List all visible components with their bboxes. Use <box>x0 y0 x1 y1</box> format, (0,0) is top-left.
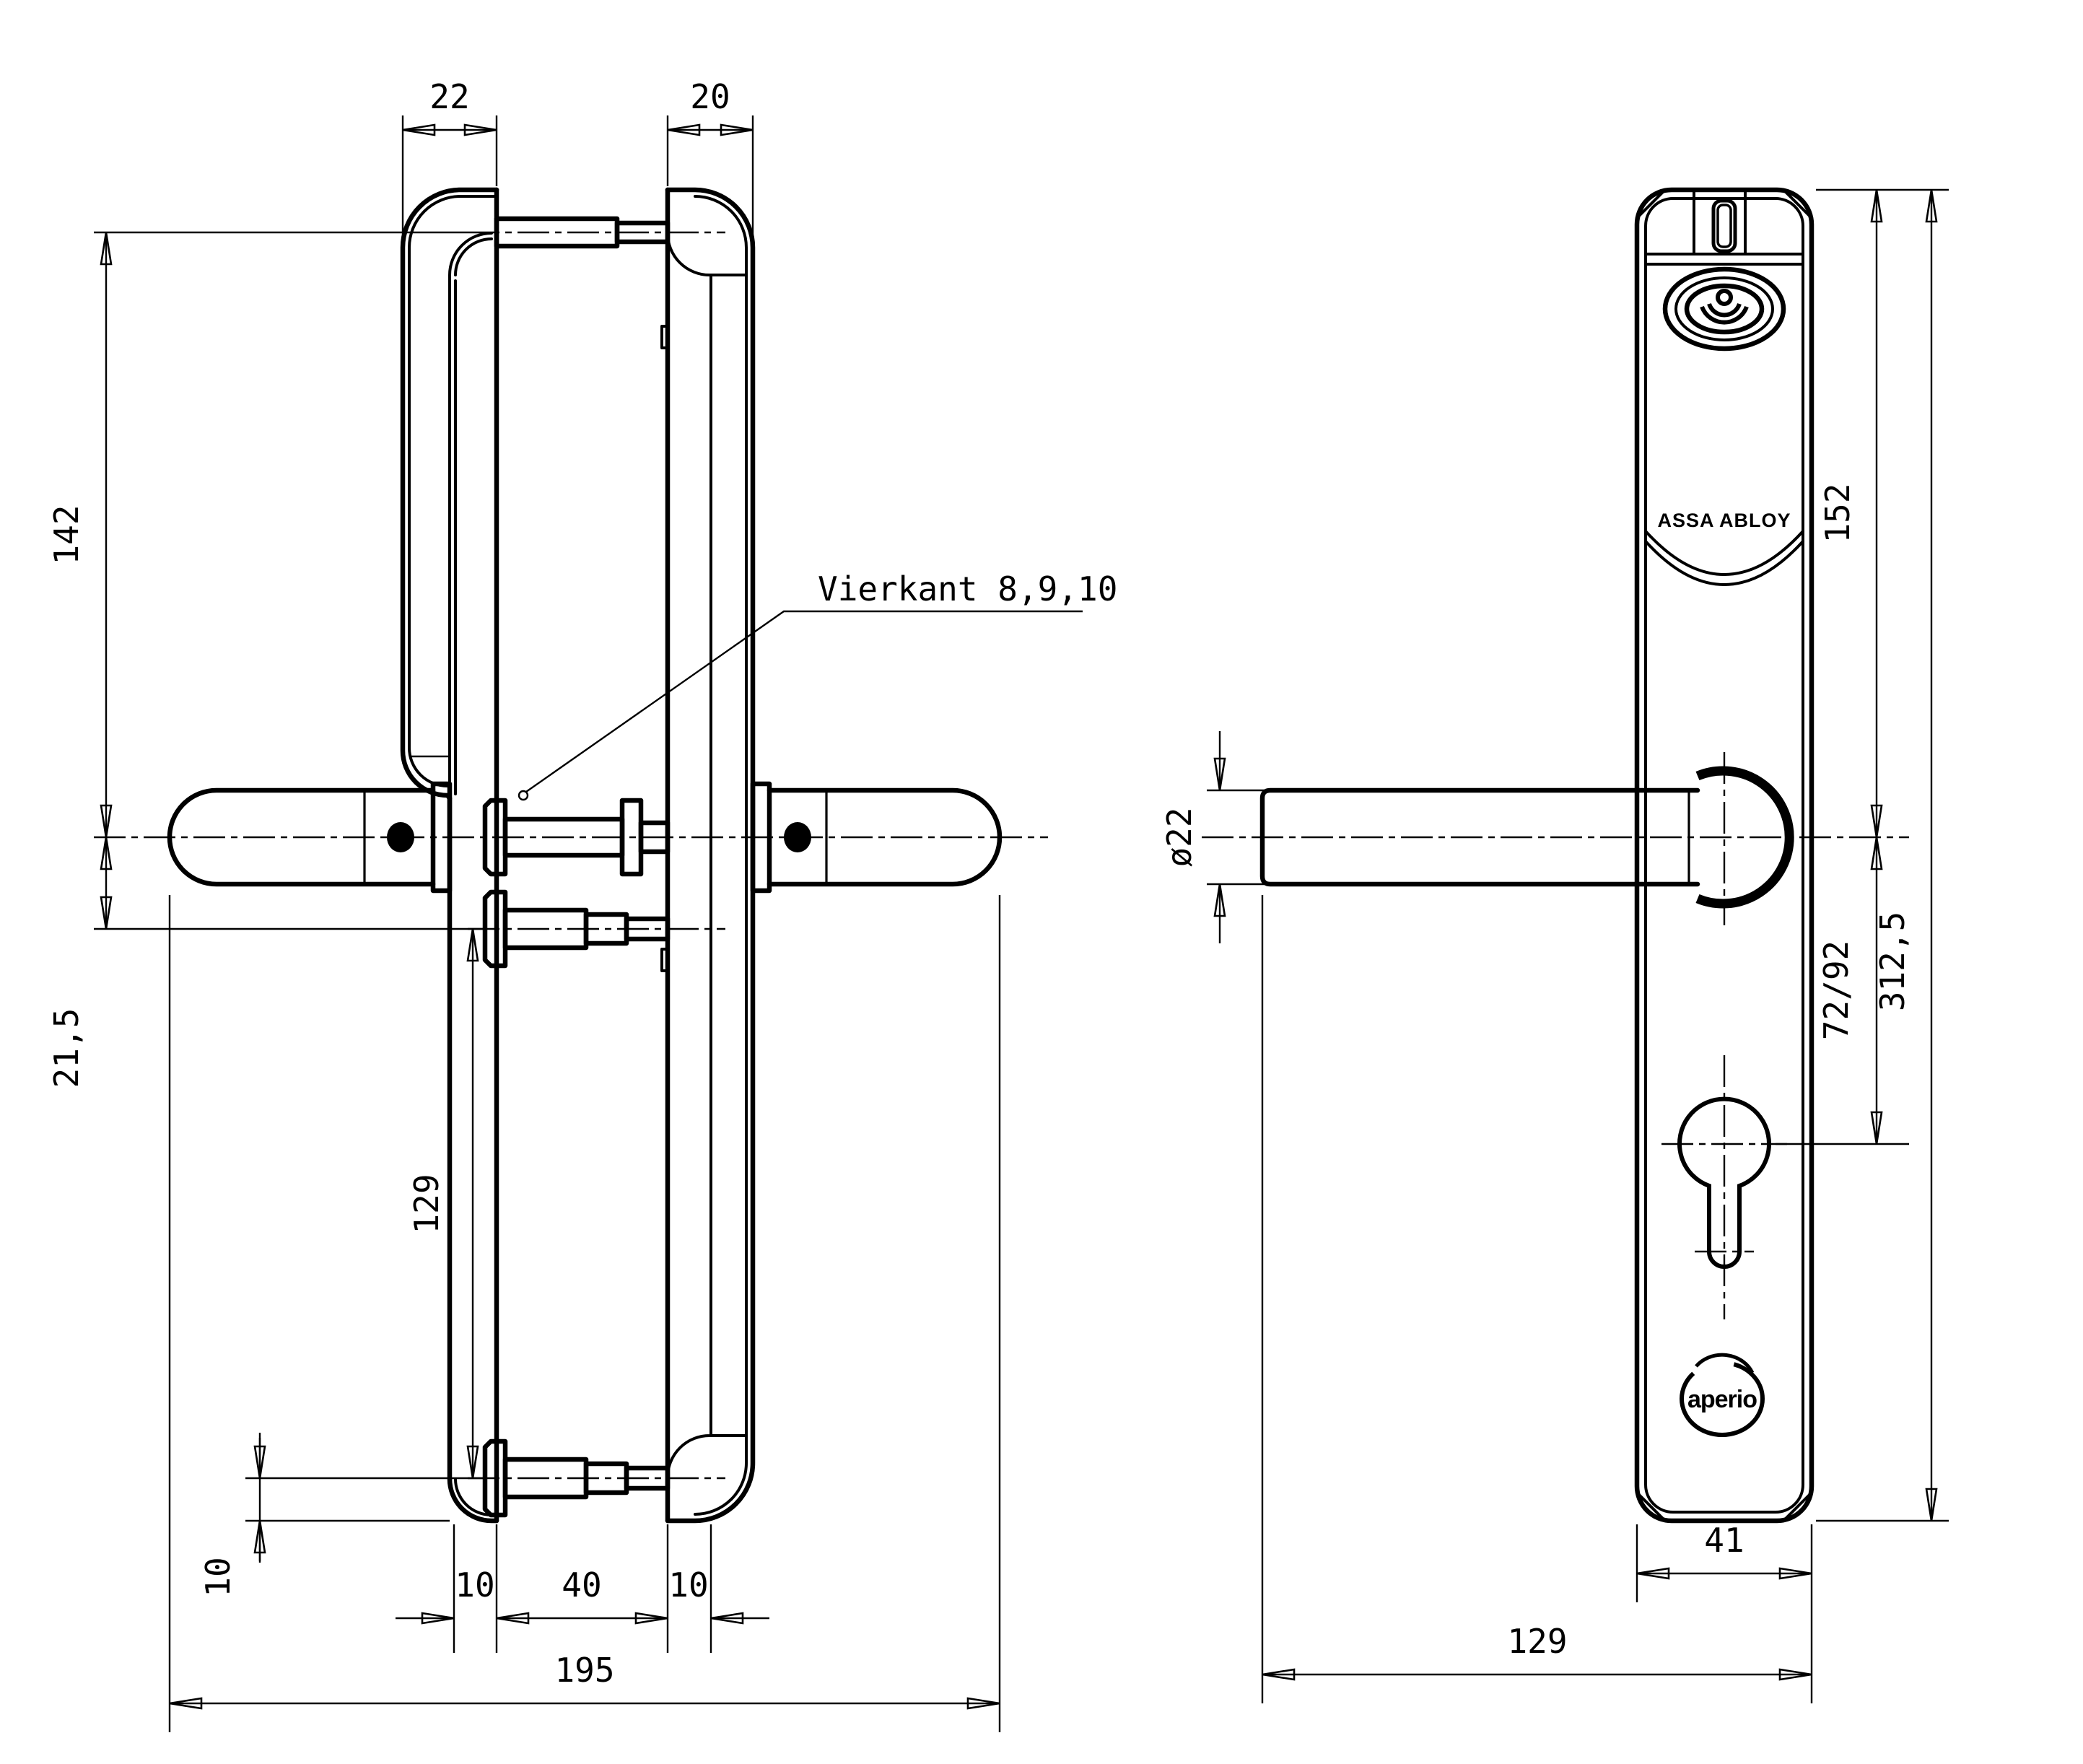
dim-text-129: 129 <box>407 1174 446 1234</box>
module-bottom-arc-1 <box>1644 530 1804 576</box>
module-bottom-arc-2 <box>1644 540 1804 586</box>
aperio-logo: aperio <box>1680 1353 1765 1437</box>
top-screw-tip <box>614 220 671 245</box>
front-view: ASSA ABLOY aperio <box>1160 187 1949 1703</box>
front-plate <box>1634 187 1815 1524</box>
contactless-icon <box>1700 289 1749 325</box>
reader-ring-middle <box>1674 276 1774 341</box>
outside-set-screw-dot <box>387 822 414 852</box>
mounting-stud-upper <box>660 325 669 349</box>
dim-text-20: 20 <box>690 77 730 116</box>
handle-hub-arc <box>1695 766 1794 909</box>
dim-text-dia22: ø22 <box>1160 807 1199 867</box>
slot-housing-lines <box>1693 188 1747 256</box>
middle-screw-head <box>482 889 508 969</box>
inside-handle-collar <box>750 781 772 894</box>
ext-195 <box>168 895 1001 1732</box>
inside-lever-grip <box>767 787 1003 887</box>
ext-20 <box>666 115 754 249</box>
outside-handle-collar <box>430 781 453 894</box>
inside-plate-face <box>666 232 748 1479</box>
bottom-screw-tip <box>624 1465 671 1491</box>
dim-text-41: 41 <box>1704 1521 1744 1560</box>
contactless-wave-1 <box>1707 302 1742 318</box>
dim-text-72-92: 72/92 <box>1817 940 1856 1040</box>
aperio-text: aperio <box>1687 1386 1757 1413</box>
contactless-wave-2 <box>1700 305 1749 325</box>
brand-text: ASSA ABLOY <box>1657 510 1791 531</box>
spindle-flange-left <box>482 798 508 877</box>
front-handle <box>1259 766 1794 909</box>
inside-set-screw-dot <box>784 822 811 852</box>
spindle <box>482 798 671 877</box>
spindle-note-text: Vierkant 8,9,10 <box>818 569 1117 608</box>
dim-text-142: 142 <box>47 505 86 564</box>
led-slot-inner <box>1716 204 1732 248</box>
dim-text-152: 152 <box>1818 483 1857 543</box>
module-division-lines <box>1644 253 1804 266</box>
side-view: Vierkant 8,9,10 22 20 142 21,5 129 <box>47 77 1117 1732</box>
top-screw <box>494 216 671 249</box>
contactless-dot <box>1716 289 1733 306</box>
corner-chamfer-marks <box>1637 190 1812 1521</box>
middle-screw-tip <box>624 916 671 942</box>
dim-text-10-right: 10 <box>668 1566 708 1604</box>
dim-text-312-5: 312,5 <box>1873 912 1912 1011</box>
reader-module: ASSA ABLOY <box>1644 188 1804 586</box>
aperio-ring <box>1680 1361 1765 1437</box>
outside-lever-grip <box>167 787 436 887</box>
euro-cylinder-hole <box>1677 1096 1771 1269</box>
mounting-stud-lower <box>660 948 669 972</box>
inside-handle <box>750 781 1003 894</box>
outside-plate-top-fillet <box>448 232 493 800</box>
ext-bottom-row <box>453 1524 712 1653</box>
spindle-stub <box>638 820 671 855</box>
aperio-swoosh <box>1695 1353 1755 1374</box>
led-slot-outer <box>1711 198 1737 253</box>
side-dimensions: 22 20 142 21,5 129 10 10 40 10 195 <box>47 77 1000 1710</box>
reader-module-inner-contour <box>408 195 498 787</box>
leader-endpoint <box>518 790 529 801</box>
front-lever-bar <box>1259 787 1700 887</box>
reader-ring-inner <box>1684 283 1765 335</box>
outside-handle <box>167 781 453 894</box>
bottom-screw <box>482 1438 671 1518</box>
front-dimensions: ø22 152 72/92 312,5 41 129 <box>1160 189 1938 1681</box>
middle-screw <box>482 889 671 969</box>
center-lines <box>94 231 1048 1480</box>
outside-plate-face <box>447 795 499 1524</box>
leader-line <box>525 610 1083 793</box>
plate-outline <box>1634 187 1815 1524</box>
side-extension-lines <box>94 115 1001 1732</box>
reader-ring-outer <box>1662 266 1786 352</box>
dim-text-10-left: 10 <box>455 1566 494 1604</box>
ext-bottom-dims <box>1261 895 1813 1703</box>
dim-text-195: 195 <box>554 1651 614 1690</box>
plate-inner-outline <box>1644 197 1804 1514</box>
dim-text-21-5: 21,5 <box>47 1008 86 1088</box>
dim-text-129-front: 129 <box>1507 1622 1567 1661</box>
ext-22 <box>401 115 498 249</box>
dim-text-22: 22 <box>429 77 469 116</box>
spindle-label: Vierkant 8,9,10 <box>518 569 1117 801</box>
dim-text-40: 40 <box>562 1566 601 1604</box>
dim-text-10-bottom: 10 <box>198 1557 237 1597</box>
bottom-screw-head <box>482 1438 508 1518</box>
outside-plate-bottom-fillet <box>454 1477 493 1516</box>
inside-plate-inner-contour <box>694 195 748 1516</box>
inside-escutcheon <box>660 187 756 1524</box>
